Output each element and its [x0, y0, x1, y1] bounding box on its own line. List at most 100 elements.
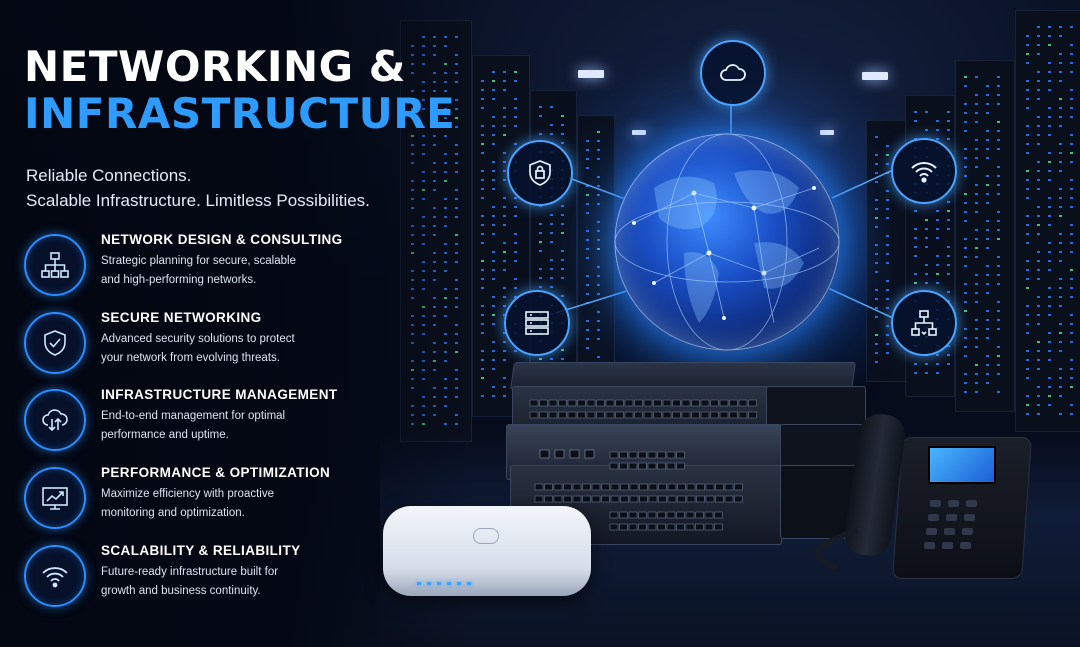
rack-led [1037, 224, 1040, 226]
phone-key [926, 528, 937, 535]
rack-led [586, 230, 589, 232]
rack-led [561, 349, 564, 351]
rack-led [964, 238, 967, 240]
service-icon-badge [24, 389, 86, 451]
switch-port [605, 411, 615, 419]
rack-led [1037, 53, 1040, 55]
rack-led [561, 133, 564, 135]
rack-led [975, 157, 978, 159]
rack-led [986, 229, 989, 231]
rack-led [1070, 197, 1073, 199]
rack-led [1070, 98, 1073, 100]
rack-led [997, 130, 1000, 132]
rack-led [997, 166, 1000, 168]
rack-led [875, 154, 878, 156]
rack-led [503, 296, 506, 298]
rack-led [925, 246, 928, 248]
rack-led [550, 286, 553, 288]
rack-led [586, 167, 589, 169]
rack-led [1037, 170, 1040, 172]
rack-led [975, 112, 978, 114]
rack-led [914, 120, 917, 122]
rack-led [503, 332, 506, 334]
rack-led [964, 103, 967, 105]
rack-led [1048, 152, 1051, 154]
rack-led [1048, 80, 1051, 82]
ap-led [467, 582, 471, 585]
switch-port [657, 462, 666, 470]
rack-led [492, 170, 495, 172]
rack-led [1026, 233, 1029, 235]
rack-led [1059, 35, 1062, 37]
rack-led [1026, 89, 1029, 91]
rack-led [1070, 296, 1073, 298]
rack-led [561, 268, 564, 270]
rack-led [986, 328, 989, 330]
rack-led [550, 124, 553, 126]
rack-led [1048, 386, 1051, 388]
rack-led [1059, 98, 1062, 100]
rack-led [1048, 44, 1051, 46]
service-description-line: and high-performing networks. [101, 274, 257, 286]
rack-led [561, 250, 564, 252]
rack-led [1048, 341, 1051, 343]
rack-led [1070, 278, 1073, 280]
rack-led [936, 237, 939, 239]
switch-port [658, 495, 667, 503]
rack-led [503, 71, 506, 73]
switch-port [710, 399, 719, 407]
rack-led [1037, 134, 1040, 136]
rack-led [503, 125, 506, 127]
rack-led [503, 224, 506, 226]
network-node [891, 290, 957, 356]
rack-led [964, 292, 967, 294]
switch-port [677, 483, 686, 491]
rack-led [481, 233, 484, 235]
rack-led [975, 292, 978, 294]
rack-led [1070, 269, 1073, 271]
switch-port [653, 411, 662, 419]
switch-port [676, 523, 685, 531]
rack-led [1059, 368, 1062, 370]
rack-led [986, 175, 989, 177]
rack-led [1059, 125, 1062, 127]
switch-port [567, 399, 577, 407]
rack-led [997, 148, 1000, 150]
rack-led [492, 89, 495, 91]
service-item: PERFORMANCE & OPTIMIZATION Maximize effi… [24, 465, 384, 535]
rack-led [1026, 188, 1029, 190]
rack-led [886, 253, 889, 255]
rack-led [561, 223, 564, 225]
switch-port [553, 495, 563, 503]
rack-led [875, 217, 878, 219]
rack-led [925, 264, 928, 266]
rack-led [1070, 377, 1073, 379]
rack-led [875, 208, 878, 210]
rack-led [1037, 233, 1040, 235]
rack-led [1059, 26, 1062, 28]
switch-port [662, 411, 672, 419]
rack-led [975, 238, 978, 240]
rack-led [1048, 179, 1051, 181]
rack-led [925, 228, 928, 230]
rack-led [914, 111, 917, 113]
rack-led [875, 298, 878, 300]
switch-port [657, 511, 666, 519]
rack-led [481, 134, 484, 136]
rack-led [875, 253, 878, 255]
rack-led [1026, 224, 1029, 226]
service-icon-badge [24, 467, 86, 529]
rack-led [986, 238, 989, 240]
rack-led [914, 273, 917, 275]
rack-led [492, 215, 495, 217]
rack-led [503, 359, 506, 361]
rack-led [886, 325, 889, 327]
rack-led [986, 148, 989, 150]
switch-port [681, 399, 691, 407]
rack-led [1070, 26, 1073, 28]
switch-port [695, 511, 704, 519]
switch-port [719, 399, 729, 407]
rack-led [964, 346, 967, 348]
rack-led [875, 181, 878, 183]
rack-led [947, 264, 950, 266]
